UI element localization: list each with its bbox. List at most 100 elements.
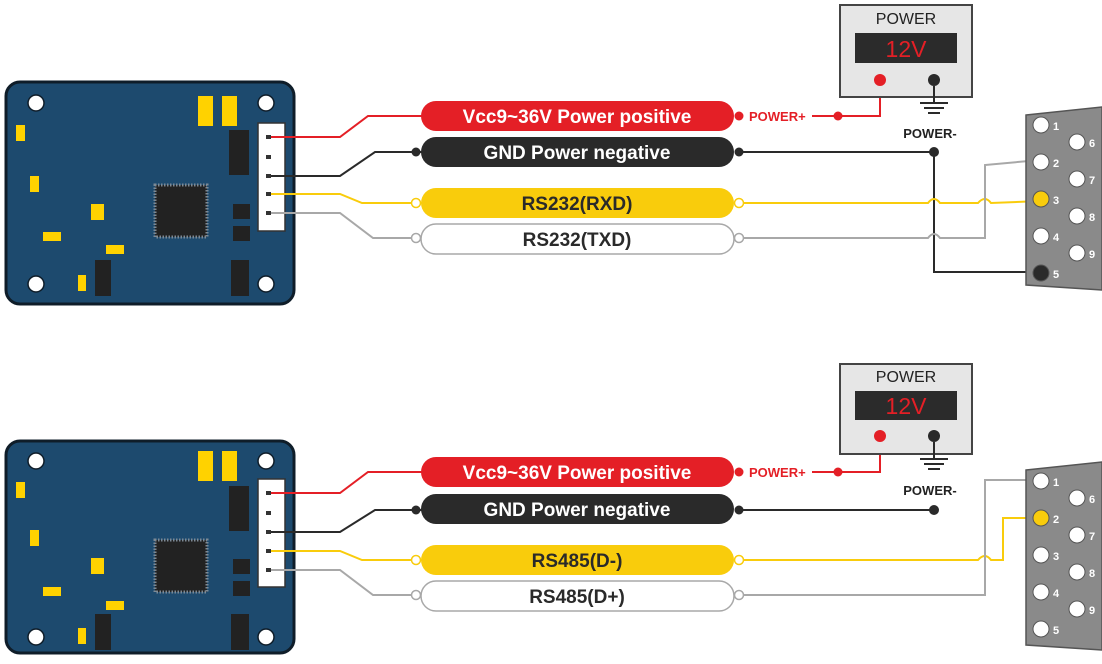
- wire-txd-right: [743, 159, 1041, 239]
- pcb-component: [95, 614, 111, 650]
- pcb-pad: [78, 275, 86, 291]
- pcb-pad: [78, 628, 86, 644]
- wire-end: [833, 111, 843, 121]
- mounting-hole: [27, 452, 45, 470]
- mounting-hole: [257, 275, 275, 293]
- pcb-pad: [198, 96, 213, 126]
- diagram-rs232: Vcc9~36V Power positive GND Power negati…: [4, 4, 1102, 306]
- db9-pin-label: 9: [1089, 605, 1095, 617]
- pcb-pad: [91, 558, 104, 574]
- pcb-pad: [43, 232, 61, 241]
- db9-pin-3: [1032, 546, 1050, 564]
- power-supply: POWER 12V: [839, 363, 973, 455]
- pcb-board: [4, 80, 296, 306]
- label-vcc-text: Vcc9~36V Power positive: [463, 463, 692, 484]
- db9-pin-9: [1068, 244, 1086, 262]
- power-display: [855, 33, 957, 63]
- wire-end: [410, 232, 422, 244]
- power-display: [855, 391, 957, 420]
- db9-pin-label: 7: [1089, 531, 1095, 543]
- db9-pin-label: 2: [1053, 158, 1059, 170]
- wire-gnd-right: [739, 151, 1040, 273]
- chip-icon: [153, 183, 209, 239]
- terminal-red: [874, 430, 886, 442]
- pcb-pad: [30, 176, 39, 192]
- wire-vcc: [271, 115, 425, 138]
- label-gnd: GND Power negative: [421, 494, 734, 524]
- db9-pin-6: [1068, 489, 1086, 507]
- wire-end: [733, 197, 745, 209]
- db9-pin-label: 4: [1053, 588, 1060, 600]
- power-terminal-negative: [929, 505, 939, 515]
- label-txd-text: RS232(TXD): [523, 230, 632, 251]
- db9-pin-label: 5: [1053, 269, 1059, 281]
- pcb-pad: [16, 482, 25, 498]
- power-voltage: 12V: [886, 36, 928, 62]
- db9-pin-5: [1032, 264, 1050, 282]
- wire-rxd-right: [743, 198, 1041, 205]
- terminal-black: [928, 74, 940, 86]
- label-d-minus: RS485(D-): [421, 545, 734, 575]
- wire-d-minus: [271, 550, 425, 561]
- label-rxd: RS232(RXD): [421, 188, 734, 218]
- wire-end: [733, 554, 745, 566]
- mounting-hole: [257, 628, 275, 646]
- mounting-hole: [27, 628, 45, 646]
- label-rxd-text: RS232(RXD): [522, 194, 633, 215]
- pcb-pad: [106, 245, 124, 254]
- label-vcc-text: Vcc9~36V Power positive: [463, 107, 692, 128]
- db9-pin-2: [1032, 153, 1050, 171]
- pcb-pad: [106, 601, 124, 610]
- db9-pin-4: [1032, 583, 1050, 601]
- pcb-component: [233, 226, 250, 241]
- wire-gnd: [271, 151, 425, 177]
- diagram-rs485: Vcc9~36V Power positive GND Power negati…: [4, 363, 1102, 655]
- power-terminal-negative: [929, 147, 939, 157]
- label-gnd-text: GND Power negative: [484, 500, 671, 521]
- pcb-component: [95, 260, 111, 296]
- wire-d-plus: [271, 569, 425, 596]
- power-minus-label: POWER-: [903, 483, 956, 498]
- wire-end: [410, 554, 422, 566]
- power-plus-label: POWER+: [749, 109, 806, 124]
- db9-pin-3: [1032, 190, 1050, 208]
- label-vcc: Vcc9~36V Power positive: [421, 101, 734, 131]
- power-title: POWER: [876, 369, 936, 386]
- mounting-hole: [257, 452, 275, 470]
- db9-pin-1: [1032, 116, 1050, 134]
- label-gnd: GND Power negative: [421, 137, 734, 167]
- label-txd: RS232(TXD): [420, 223, 735, 255]
- wire-gnd: [271, 509, 425, 533]
- wire-d-plus-right: [743, 479, 1040, 596]
- mounting-hole: [257, 94, 275, 112]
- db9-pin-6: [1068, 133, 1086, 151]
- db9-pin-label: 3: [1053, 195, 1059, 207]
- db9-pin-4: [1032, 227, 1050, 245]
- ground-icon: [920, 442, 948, 470]
- label-d-minus-text: RS485(D-): [532, 551, 623, 572]
- wire-end: [410, 197, 422, 209]
- power-plus-label: POWER+: [749, 465, 806, 480]
- power-minus-label: POWER-: [903, 126, 956, 141]
- pcb-pad: [16, 125, 25, 141]
- pcb-pad: [198, 451, 213, 481]
- db9-pin-label: 1: [1053, 121, 1059, 133]
- db9-pin-7: [1068, 526, 1086, 544]
- pcb-pad: [222, 96, 237, 126]
- pcb-pad: [43, 587, 61, 596]
- power-title: POWER: [876, 11, 936, 28]
- wire-d-minus-right: [743, 517, 1040, 561]
- pcb-component: [231, 260, 249, 296]
- mounting-hole: [27, 275, 45, 293]
- pcb-component: [233, 581, 250, 596]
- db9-pin-label: 4: [1053, 232, 1060, 244]
- db9-pin-label: 6: [1089, 138, 1095, 150]
- wire-end: [411, 505, 421, 515]
- label-gnd-text: GND Power negative: [484, 143, 671, 164]
- pcb-pad: [222, 451, 237, 481]
- pcb-board: [4, 439, 296, 655]
- db9-pin-1: [1032, 472, 1050, 490]
- wire-txd: [271, 212, 425, 239]
- wire-end: [733, 589, 745, 601]
